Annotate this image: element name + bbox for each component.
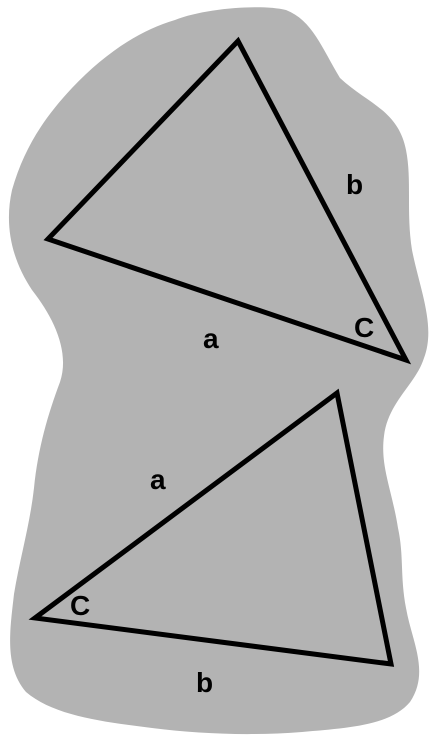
label-bottom-side-b: b	[196, 667, 213, 698]
label-top-side-b: b	[346, 169, 363, 200]
label-bottom-angle-c: C	[70, 590, 90, 621]
triangle-top	[43, 36, 412, 365]
label-bottom-side-a: a	[150, 464, 166, 495]
triangle-bottom	[28, 388, 395, 667]
label-top-angle-c: C	[354, 312, 374, 343]
gray-region-background	[8, 7, 429, 735]
label-top-side-a: a	[203, 323, 219, 354]
